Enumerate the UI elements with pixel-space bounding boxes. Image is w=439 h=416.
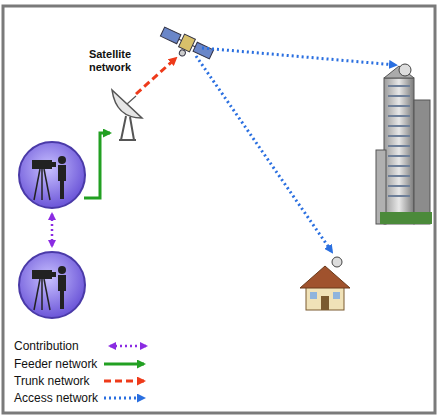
uplink-dish <box>112 90 142 140</box>
legend-sample <box>104 363 144 366</box>
camera-crew <box>19 252 85 318</box>
window-row <box>388 165 410 167</box>
house <box>300 257 350 310</box>
feeder-arrow <box>84 133 110 198</box>
window-row <box>388 195 410 197</box>
network-label: Satellite network <box>78 48 142 74</box>
legend-sample <box>104 397 144 400</box>
window-row <box>388 105 410 107</box>
building-windows <box>388 86 410 196</box>
contribution-arrow <box>51 214 54 246</box>
access-arrow <box>202 48 396 65</box>
window-row <box>388 175 410 177</box>
legend-entry: Access network <box>14 391 98 405</box>
legend-sample <box>110 345 146 348</box>
office-building <box>376 64 432 224</box>
access-arrow <box>196 56 332 252</box>
satellite <box>157 25 215 67</box>
window-row <box>388 85 410 87</box>
legend-sample <box>104 380 144 383</box>
window-row <box>388 125 410 127</box>
legend-entry: Trunk network <box>14 374 90 388</box>
frame <box>3 6 435 413</box>
window-row <box>388 155 410 157</box>
trunk-arrow <box>136 58 176 94</box>
window-row <box>388 115 410 117</box>
legend-entry: Feeder network <box>14 357 97 371</box>
camera-crew <box>19 142 85 208</box>
window-row <box>388 135 410 137</box>
window-row <box>388 145 410 147</box>
window-row <box>388 185 410 187</box>
window-row <box>388 95 410 97</box>
legend-entry: Contribution <box>14 339 79 353</box>
